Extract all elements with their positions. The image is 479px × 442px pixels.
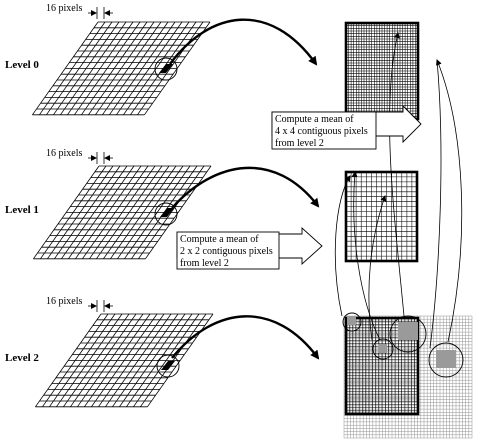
highlight-block-4x4: [436, 350, 456, 368]
level-0-square-grid: [344, 21, 420, 121]
level-0-parallelogram-grid: [32, 21, 211, 116]
level-0-row: Level 0 16 pixels: [5, 3, 420, 121]
neighborhood-circle: [428, 342, 464, 378]
selected-pixel: [160, 208, 174, 217]
aggregation-arrows: [334, 32, 463, 349]
level-0-mapping-arrow: [169, 18, 318, 66]
callout-4x4: Compute a mean of 4 x 4 contiguous pixel…: [271, 104, 422, 150]
neighborhood-circle: [342, 312, 362, 332]
level-1-square-grid: [344, 170, 419, 263]
level-2-parallelogram-grid: [35, 313, 214, 408]
level-1-label: Level 1: [5, 204, 39, 216]
callout-4x4-line-3: from level 2: [275, 138, 324, 149]
level-1-row: Level 1 16 pixels: [5, 148, 419, 263]
highlight-block-2x2: [347, 316, 356, 325]
level-0-pixel-label: 16 pixels: [46, 3, 82, 14]
level-1-parallelogram-grid: [33, 165, 212, 260]
level-2-pixel-label: 16 pixels: [46, 296, 82, 307]
callout-2x2: Compute a mean of 2 x 2 contiguous pixel…: [176, 226, 323, 270]
pixel-highlight-circle: [154, 57, 178, 81]
level-2-row: Level 2 16 pixels: [5, 296, 473, 439]
level-1-mapping-arrow: [171, 166, 320, 209]
selected-pixel: [159, 64, 173, 73]
pixel-highlight-circle: [156, 354, 180, 378]
pixel-width-marker: [88, 7, 113, 19]
pixel-highlight-circle: [154, 202, 178, 226]
pixel-width-marker: [88, 152, 113, 164]
level-0-label: Level 0: [5, 59, 39, 71]
level-2-square-grid: [342, 312, 473, 439]
level-1-pixel-label: 16 pixels: [46, 148, 82, 159]
highlight-block-2x2: [378, 344, 387, 353]
level-2-label: Level 2: [5, 352, 39, 364]
callout-4x4-line-2: 4 x 4 contiguous pixels: [275, 126, 368, 137]
callout-4x4-line-1: Compute a mean of: [275, 114, 354, 125]
level-2-mapping-arrow: [171, 315, 320, 360]
selected-pixel: [161, 361, 175, 370]
neighborhood-circle: [389, 315, 427, 353]
neighborhood-circle: [372, 338, 394, 360]
callout-2x2-line-2: 2 x 2 contiguous pixels: [180, 246, 273, 257]
highlight-block-4x4: [398, 322, 418, 340]
callout-2x2-line-1: Compute a mean of: [180, 234, 259, 245]
pixel-width-marker: [88, 300, 113, 312]
callout-2x2-line-3: from level 2: [180, 258, 229, 269]
